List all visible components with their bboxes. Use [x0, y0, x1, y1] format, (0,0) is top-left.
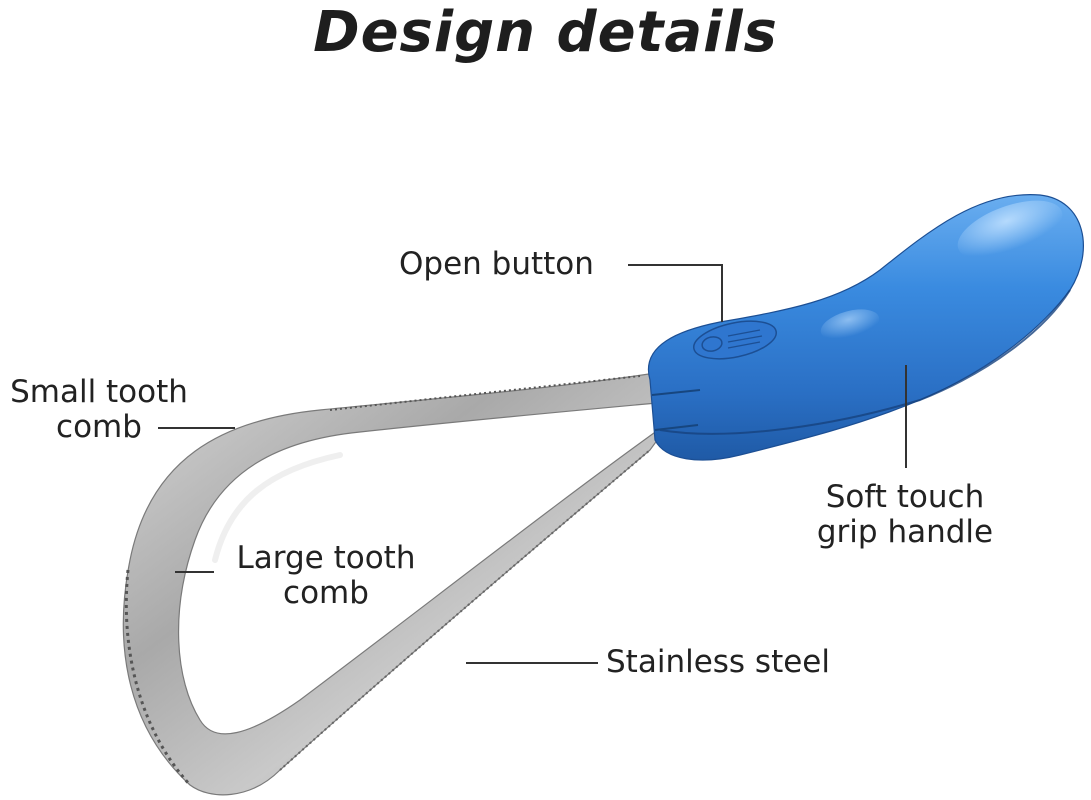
small-tooth-edge — [329, 375, 641, 411]
inner-tooth-edge — [279, 449, 651, 771]
blade-slot — [651, 389, 701, 431]
callout-small-tooth-comb: Small tooth comb — [0, 375, 198, 445]
page-title: Design details — [313, 0, 778, 65]
callout-large-tooth-line-1: Large tooth — [236, 540, 416, 576]
open-button-icon — [693, 320, 777, 360]
handle-highlight-2 — [820, 309, 880, 341]
callout-small-tooth-line-1: Small tooth — [10, 374, 188, 410]
callout-open-button-line-1: Open button — [399, 246, 594, 282]
callout-large-tooth-line-2: comb — [283, 575, 369, 611]
blade-highlight — [212, 452, 343, 563]
callout-soft-touch-grip: Soft touch grip handle — [800, 480, 1010, 550]
stainless-steel-blade — [122, 371, 692, 796]
callout-stainless-steel: Stainless steel — [606, 645, 830, 680]
callout-large-tooth-comb: Large tooth comb — [226, 541, 426, 611]
open-button-leader — [628, 264, 723, 322]
handle-seam — [659, 289, 1071, 435]
callout-open-button: Open button — [399, 247, 594, 282]
blade-loop — [122, 371, 692, 796]
callout-soft-touch-line-1: Soft touch — [825, 479, 985, 515]
handle-highlight — [957, 200, 1063, 260]
callout-small-tooth-line-2: comb — [56, 409, 142, 445]
callout-soft-touch-line-2: grip handle — [816, 514, 994, 550]
leader-lines — [158, 264, 907, 664]
large-tooth-edge — [124, 569, 192, 787]
soft-touch-handle — [647, 194, 1084, 461]
callout-stainless-steel-line-1: Stainless steel — [606, 644, 830, 680]
